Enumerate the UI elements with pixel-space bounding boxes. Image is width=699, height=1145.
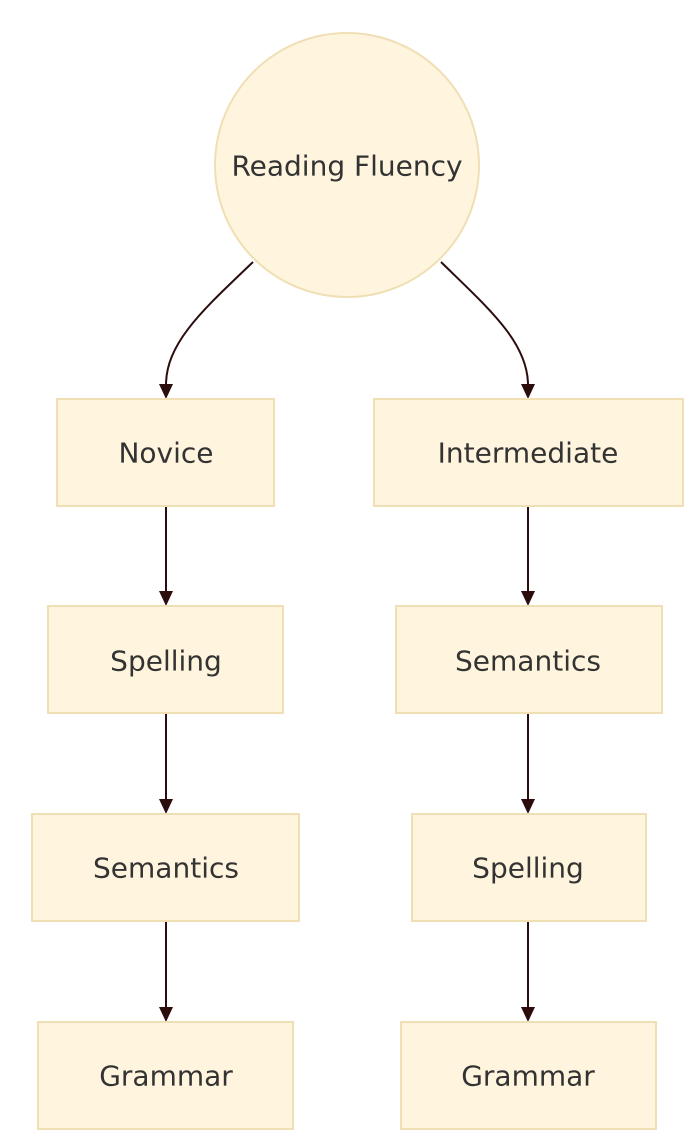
node-intermediate-semantics-label: Semantics (455, 645, 601, 678)
node-novice-grammar-shape (37, 1021, 294, 1130)
node-novice-label: Novice (118, 437, 213, 470)
node-novice-grammar: Grammar (37, 1021, 294, 1130)
node-novice-spelling-shape (47, 605, 284, 714)
node-reading-fluency-label: Reading Fluency (231, 150, 462, 183)
node-intermediate-grammar: Grammar (400, 1021, 657, 1130)
arrowhead-semantics-left (159, 799, 173, 814)
node-novice-semantics-shape (31, 813, 300, 922)
node-intermediate-shape (373, 398, 684, 507)
node-intermediate-grammar-label: Grammar (461, 1060, 595, 1093)
edge-root-to-novice (165, 261, 254, 386)
arrowhead-intermediate-semantics (521, 591, 535, 606)
node-novice-spelling: Spelling (47, 605, 284, 714)
node-intermediate-spelling: Spelling (411, 813, 647, 922)
node-reading-fluency: Reading Fluency (214, 32, 480, 298)
node-intermediate-semantics-shape (395, 605, 663, 714)
arrowhead-grammar-left (159, 1007, 173, 1022)
node-intermediate: Intermediate (373, 398, 684, 507)
node-novice: Novice (56, 398, 275, 507)
node-novice-semantics-label: Semantics (93, 852, 239, 885)
edges (159, 261, 535, 1022)
node-novice-shape (56, 398, 275, 507)
arrowhead-novice (159, 384, 173, 399)
node-intermediate-label: Intermediate (438, 437, 619, 470)
node-intermediate-semantics: Semantics (395, 605, 663, 714)
edge-root-to-intermediate (440, 261, 529, 386)
node-novice-grammar-label: Grammar (99, 1060, 233, 1093)
node-novice-semantics: Semantics (31, 813, 300, 922)
arrowhead-novice-spelling (159, 591, 173, 606)
node-intermediate-spelling-shape (411, 813, 647, 922)
arrowhead-spelling-right (521, 799, 535, 814)
node-reading-fluency-shape (214, 32, 480, 298)
node-intermediate-grammar-shape (400, 1021, 657, 1130)
arrowhead-grammar-right (521, 1007, 535, 1022)
node-intermediate-spelling-label: Spelling (472, 852, 584, 885)
node-novice-spelling-label: Spelling (110, 645, 222, 678)
arrowhead-intermediate (521, 384, 535, 399)
